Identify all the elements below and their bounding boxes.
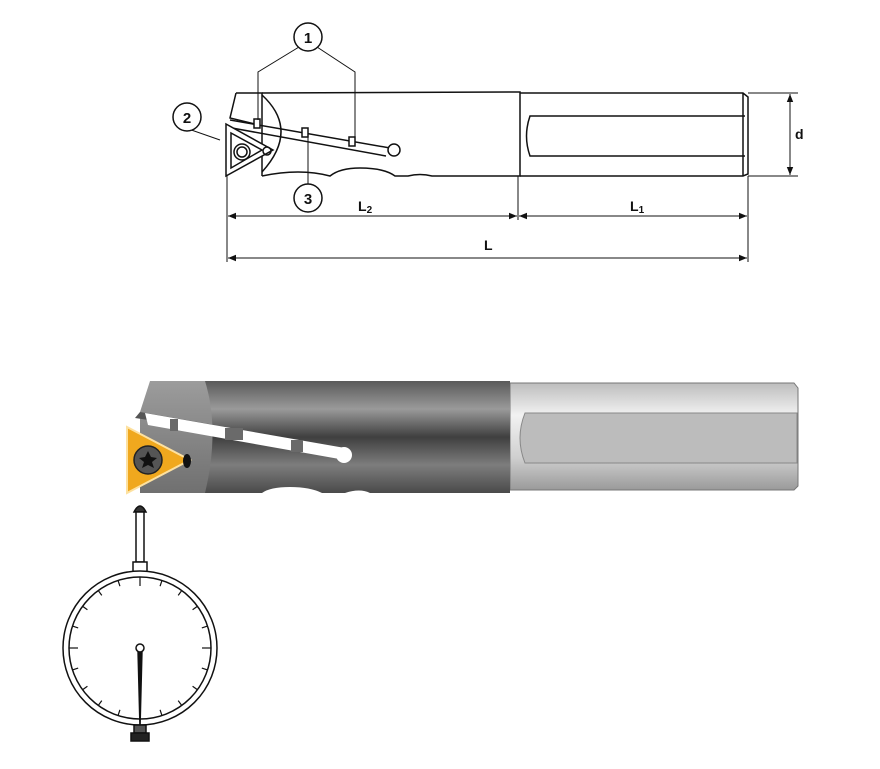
dial-tick [192,605,198,611]
dial-tick [177,590,183,596]
callout-2: 2 [183,110,191,127]
dial-indicator [62,505,218,742]
callout-3-circle [293,183,323,213]
dial-tick [82,605,88,611]
dial-tick [82,685,88,691]
tool-body [205,381,510,493]
dial-ticks [69,577,211,719]
dim-label-d: d [795,126,804,142]
shank-flat [525,115,745,157]
line-drawing [172,22,798,262]
callout-2-circle [172,102,202,132]
shank-flat [519,412,798,464]
tool-body-outline [261,91,521,177]
dial-tick [72,625,79,629]
callout-1: 1 [304,30,312,47]
dial-tick [177,700,183,706]
rendered-tool [126,381,799,495]
dial-tick [201,625,208,629]
dial-tick [159,580,163,587]
dim-label-l2: L2 [358,198,373,216]
dial-tick [159,709,163,716]
callout-1-circle [293,22,323,52]
dial-tick [117,709,121,716]
dial-tick [117,580,121,587]
dim-label-l: L [484,237,493,253]
shank-outline [520,92,749,177]
callout-3: 3 [304,191,312,208]
dial-tick [192,685,198,691]
dial-tick [97,700,103,706]
dial-tick [97,590,103,596]
dial-tick [201,667,208,671]
dim-label-l1: L1 [630,198,645,216]
torx-icon [139,451,157,468]
dial-tick [72,667,79,671]
